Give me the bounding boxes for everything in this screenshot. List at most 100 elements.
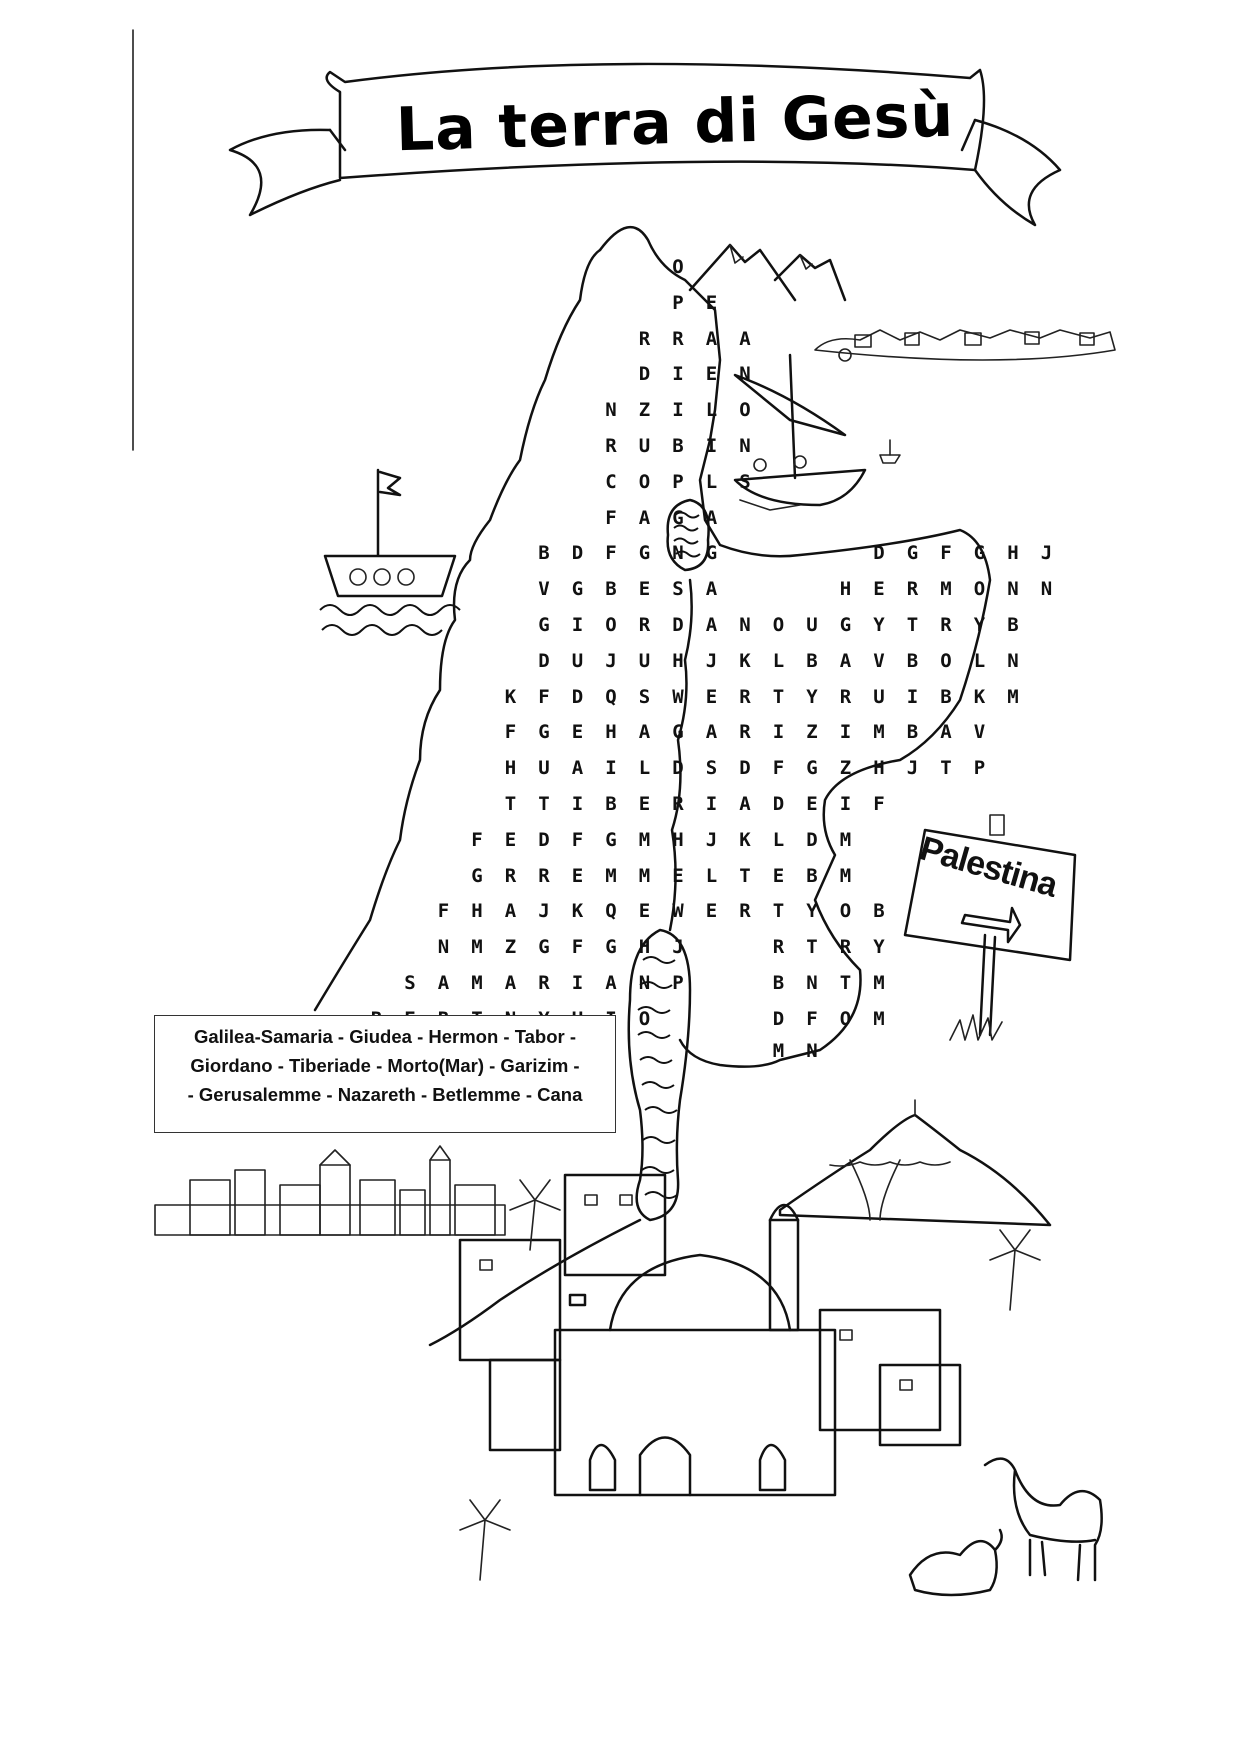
- grid-letter: R: [538, 864, 550, 887]
- grid-letter: E: [504, 828, 517, 851]
- grid-letter: H: [672, 649, 684, 672]
- grid-letter: T: [504, 793, 517, 815]
- grid-letter: H: [605, 721, 617, 744]
- grid-letter: J: [605, 649, 617, 672]
- title-banner: [228, 62, 1062, 227]
- grid-letter: F: [605, 542, 617, 565]
- grid-letter: Y: [873, 614, 885, 636]
- grid-letter: G: [672, 721, 684, 744]
- grid-letter: S: [404, 972, 416, 994]
- grid-letter: B: [806, 864, 818, 887]
- grid-letter: B: [605, 793, 617, 815]
- grid-letter: S: [705, 757, 718, 780]
- grid-letter: C: [605, 470, 617, 493]
- grid-letter: R: [739, 721, 751, 744]
- grid-letter: A: [638, 721, 651, 744]
- sea-of-galilee: [666, 498, 710, 572]
- grid-letter: D: [571, 542, 584, 565]
- grid-letter: R: [538, 972, 550, 994]
- grid-letter: P: [672, 291, 684, 314]
- grid-letter: Y: [806, 900, 818, 923]
- grid-letter: B: [605, 578, 617, 601]
- grid-letter: I: [705, 793, 718, 815]
- grid-letter: F: [940, 542, 952, 565]
- grid-letter: N: [672, 542, 684, 565]
- grid-letter: D: [571, 685, 584, 708]
- grid-letter: G: [906, 542, 919, 565]
- grid-letter: F: [504, 721, 517, 744]
- grid-letter: R: [839, 936, 852, 959]
- grid-letter: E: [873, 578, 885, 601]
- word-list-line: Galilea-Samaria - Giudea - Hermon - Tabo…: [193, 1026, 577, 1047]
- grid-letter: D: [873, 542, 885, 565]
- grid-letter: G: [605, 828, 617, 851]
- grid-letter: U: [638, 435, 651, 457]
- grid-letter: A: [437, 972, 450, 994]
- grid-letter: U: [571, 649, 584, 672]
- grid-letter: M: [873, 972, 885, 994]
- grid-letter: J: [705, 828, 718, 851]
- grid-letter: E: [705, 685, 718, 708]
- grid-letter: T: [940, 757, 952, 780]
- grid-letter: T: [772, 900, 785, 923]
- grid-letter: O: [839, 900, 852, 923]
- grid-letter: K: [739, 828, 751, 851]
- grid-letter: R: [772, 936, 785, 959]
- grid-letter: T: [538, 793, 550, 815]
- grid-letter: P: [973, 757, 986, 780]
- grid-letter: G: [538, 614, 550, 636]
- grid-letter: Q: [605, 900, 617, 923]
- grid-letter: O: [605, 614, 617, 636]
- grid-letter: G: [538, 721, 550, 744]
- grid-letter: N: [1007, 649, 1019, 672]
- grid-letter: H: [504, 757, 517, 780]
- grid-letter: A: [705, 721, 718, 744]
- grid-letter: R: [739, 900, 751, 923]
- grid-letter: U: [538, 757, 550, 780]
- grid-letter: K: [571, 900, 584, 923]
- grid-letter: R: [739, 685, 751, 708]
- grid-letter: M: [638, 864, 651, 887]
- grid-letter: W: [672, 900, 684, 923]
- grid-letter: V: [873, 649, 885, 672]
- grid-letter: A: [571, 757, 584, 780]
- grid-letter: H: [1007, 542, 1019, 565]
- grid-letter: W: [672, 685, 684, 708]
- grid-letter: R: [672, 793, 684, 815]
- grid-letter: D: [638, 363, 651, 386]
- grid-letter: N: [806, 972, 818, 994]
- grid-letter: N: [638, 972, 651, 994]
- grid-letter: E: [638, 578, 651, 601]
- grid-letter: R: [940, 614, 952, 636]
- grid-letter: Z: [839, 757, 852, 780]
- grid-letter: R: [672, 327, 684, 350]
- grid-letter: H: [471, 900, 483, 923]
- grid-letter: T: [772, 685, 785, 708]
- grid-letter: N: [739, 363, 751, 386]
- grid-letter: D: [772, 1007, 785, 1030]
- grid-letter: T: [739, 864, 751, 887]
- grid-letter: A: [638, 506, 651, 529]
- grid-letter: F: [605, 506, 617, 529]
- grid-letter: O: [638, 1007, 651, 1030]
- grid-letter: B: [1007, 614, 1019, 636]
- grid-letter: N: [739, 614, 751, 636]
- grid-letter: S: [672, 578, 684, 601]
- grid-letter: E: [571, 721, 584, 744]
- grid-letter: I: [772, 721, 785, 744]
- grid-letter: F: [806, 1007, 818, 1030]
- jordan-and-dead-sea: [428, 578, 693, 1347]
- grid-letter: O: [973, 578, 986, 601]
- grid-letter: B: [873, 900, 885, 923]
- grid-letter: M: [839, 864, 852, 887]
- grid-letter: A: [739, 327, 751, 350]
- grid-letter: L: [772, 828, 785, 851]
- grid-letter: I: [672, 363, 684, 386]
- grid-letter: L: [638, 757, 651, 780]
- grid-letter: D: [672, 614, 684, 636]
- word-list-box: Galilea-Samaria - Giudea - Hermon - Tabo…: [154, 1015, 616, 1133]
- grid-letter: L: [705, 864, 718, 887]
- grid-letter: E: [672, 864, 684, 887]
- grid-letter: G: [638, 542, 651, 565]
- grid-letter: A: [504, 900, 517, 923]
